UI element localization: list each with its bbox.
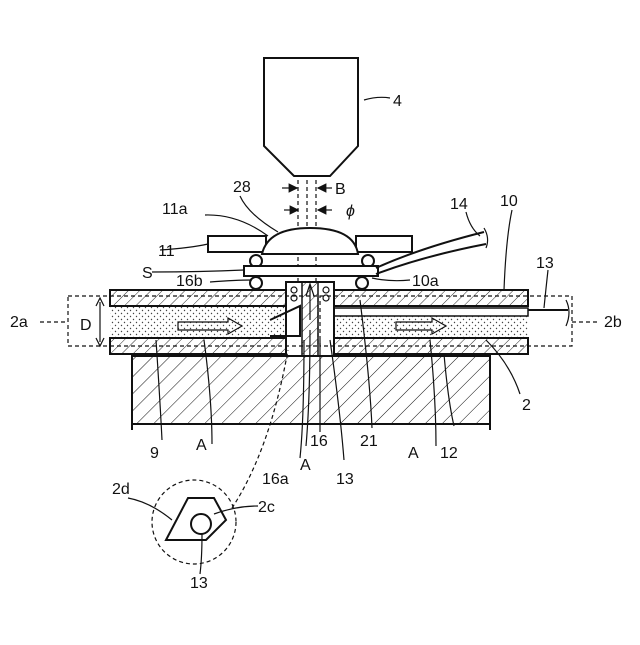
label-2b: 2b xyxy=(604,314,622,331)
label-phi: ϕ xyxy=(346,203,355,220)
lens-11a xyxy=(262,228,358,254)
dimension-d xyxy=(96,298,104,346)
label-16a: 16a xyxy=(262,471,289,488)
label-13-right: 13 xyxy=(536,255,554,272)
label-4: 4 xyxy=(393,93,402,110)
label-b: B xyxy=(335,181,346,198)
label-2d: 2d xyxy=(112,481,130,498)
label-10: 10 xyxy=(500,193,518,210)
label-a-right: A xyxy=(408,445,419,462)
label-2: 2 xyxy=(522,397,531,414)
label-s: S xyxy=(142,265,153,282)
substrate-12 xyxy=(132,356,490,424)
label-11a: 11a xyxy=(162,201,188,218)
label-13-detail: 13 xyxy=(190,575,208,592)
label-11: 11 xyxy=(158,243,175,260)
label-28: 28 xyxy=(233,179,251,196)
label-2c: 2c xyxy=(258,499,275,516)
label-21: 21 xyxy=(360,433,378,450)
label-a-center: A xyxy=(300,457,311,474)
laser-head xyxy=(264,58,358,176)
window-plate xyxy=(244,266,378,276)
label-a-left: A xyxy=(196,437,207,454)
label-16b: 16b xyxy=(176,273,203,290)
label-13-bottom: 13 xyxy=(336,471,354,488)
label-10a: 10a xyxy=(412,273,439,290)
label-12: 12 xyxy=(440,445,458,462)
label-d: D xyxy=(80,317,92,334)
label-16: 16 xyxy=(310,433,328,450)
label-2a: 2a xyxy=(10,314,28,331)
label-14: 14 xyxy=(450,196,468,213)
label-9: 9 xyxy=(150,445,159,462)
